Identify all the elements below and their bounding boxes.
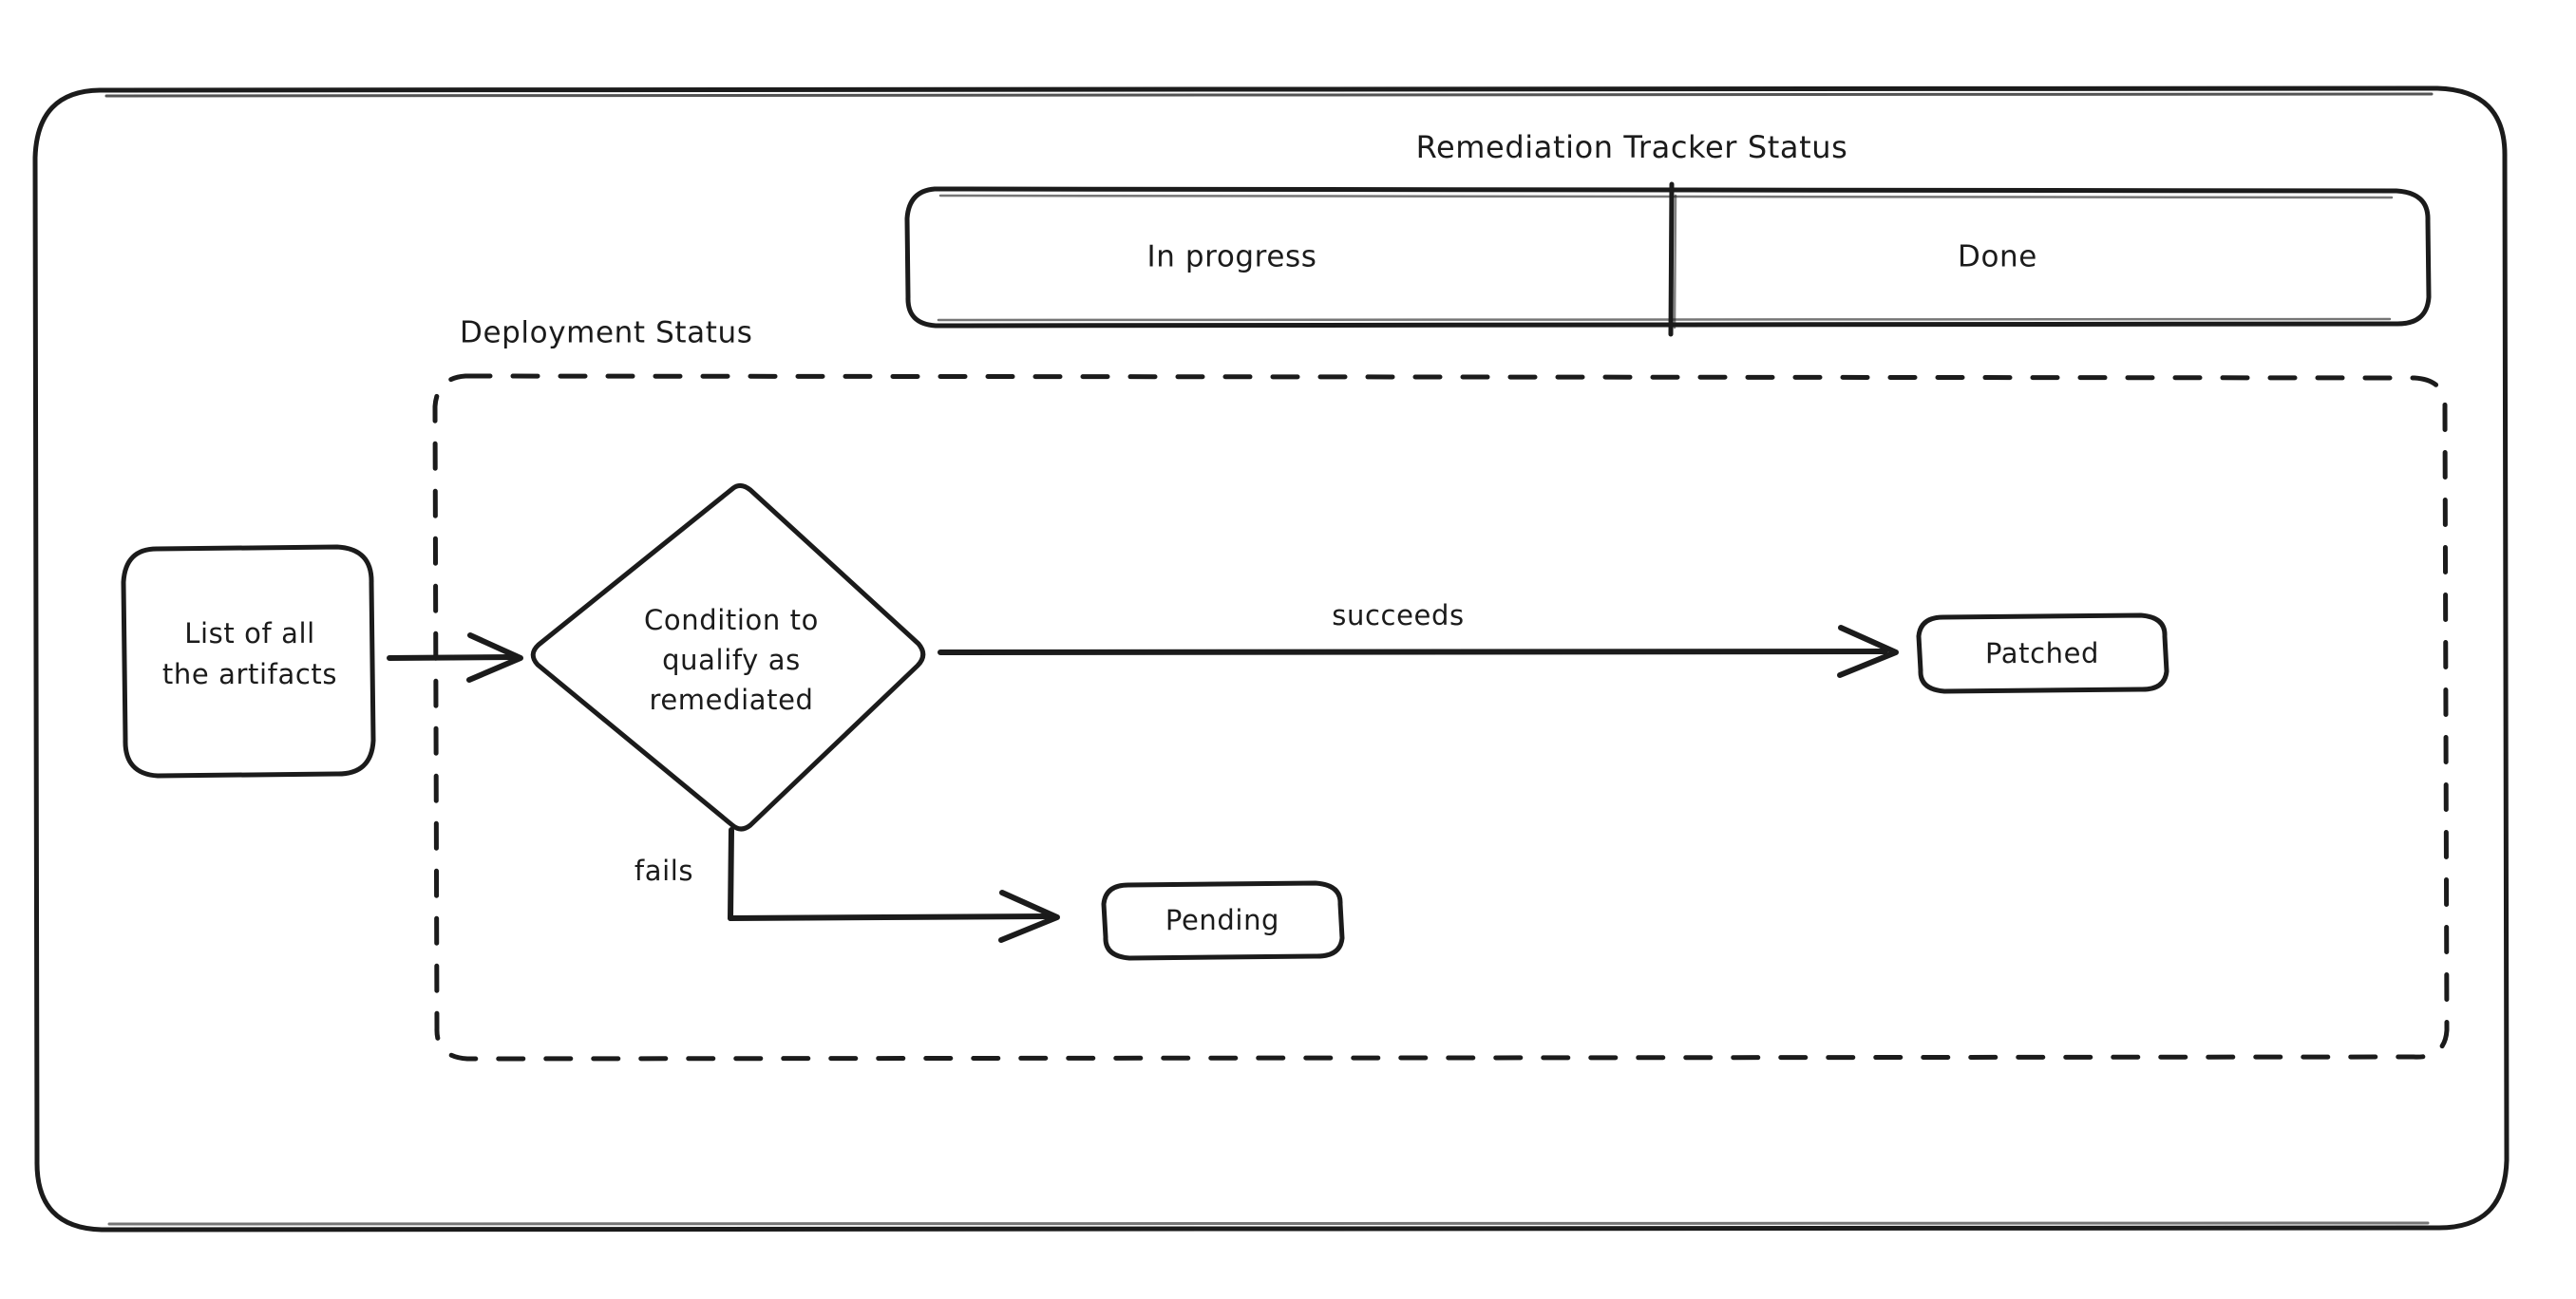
node-artifacts-line2: the artifacts — [162, 658, 337, 690]
node-pending[interactable]: Pending — [1101, 880, 1345, 961]
node-pending-label: Pending — [1165, 904, 1279, 936]
remediation-tracker-table: In progress Done — [904, 181, 2432, 337]
tracker-cell-done[interactable]: Done — [1958, 240, 2037, 274]
node-patched[interactable]: Patched — [1916, 612, 2169, 694]
node-artifacts-line1: List of all — [184, 617, 315, 650]
edge-succeeds-label: succeeds — [1332, 599, 1464, 631]
edge-condition-to-pending: fails — [635, 827, 1060, 943]
outer-container — [32, 85, 2510, 1233]
deployment-status-group-box — [432, 373, 2450, 1062]
tracker-title: Remediation Tracker Status — [1416, 129, 1848, 165]
node-condition[interactable]: Condition to qualify as remediated — [530, 482, 926, 832]
tracker-cell-in-progress[interactable]: In progress — [1146, 240, 1316, 274]
node-condition-line3: remediated — [649, 684, 813, 716]
deployment-status-group-label: Deployment Status — [460, 316, 752, 350]
node-condition-line1: Condition to — [644, 604, 819, 636]
edge-condition-to-patched: succeeds — [938, 599, 1899, 678]
node-patched-label: Patched — [1985, 637, 2099, 669]
edge-artifacts-to-condition — [387, 632, 523, 683]
edge-fails-label: fails — [635, 855, 693, 887]
node-artifacts[interactable]: List of all the artifacts — [121, 544, 376, 779]
node-condition-line2: qualify as — [662, 644, 801, 676]
